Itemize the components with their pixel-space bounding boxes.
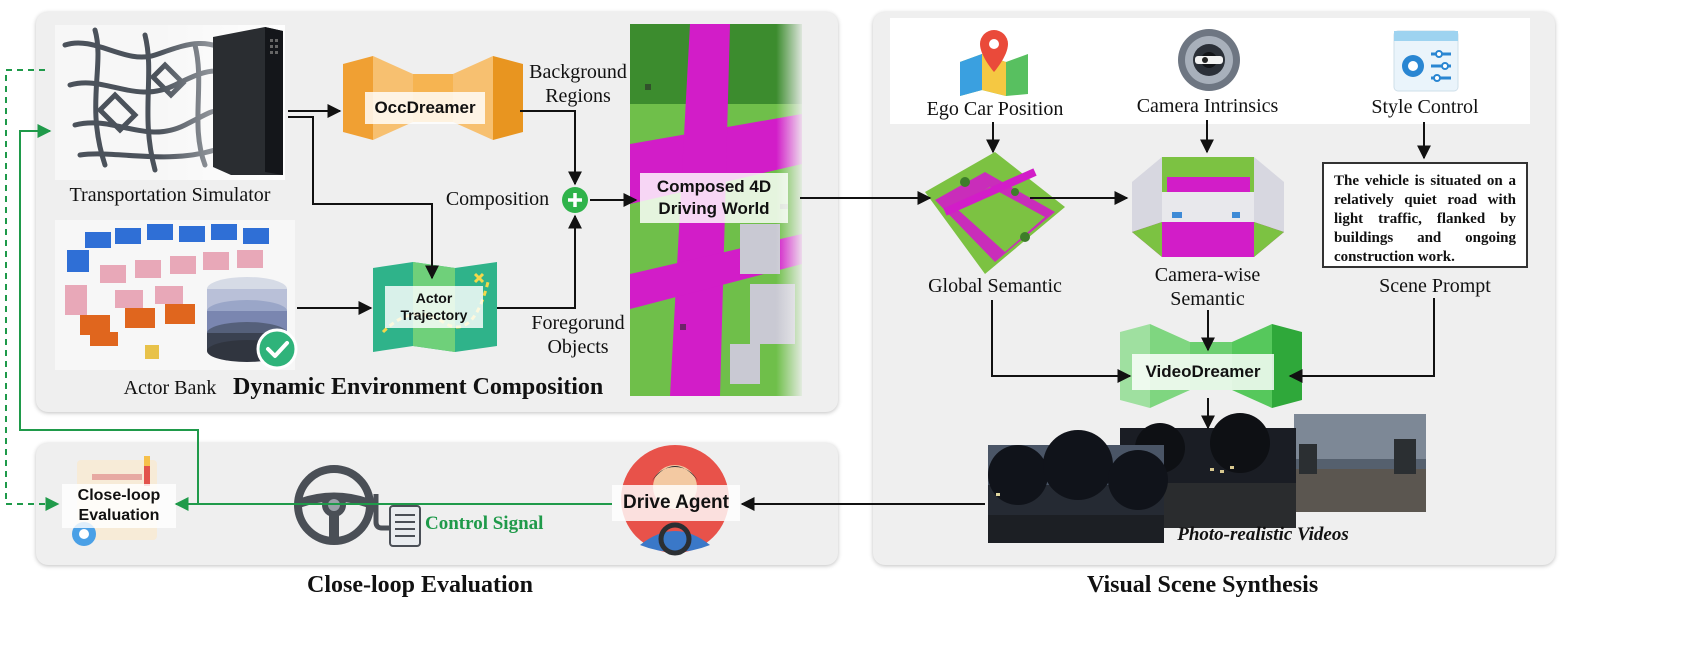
composed-world-line1: Composed 4D xyxy=(656,177,772,196)
video-frame-3 xyxy=(1294,414,1426,512)
global-semantic-label: Global Semantic xyxy=(928,275,1062,297)
camera-semantic-label: Camera-wise Semantic xyxy=(1130,263,1285,311)
scene-prompt-label: Scene Prompt xyxy=(1379,275,1491,297)
actor-bank-label: Actor Bank xyxy=(123,377,217,399)
camera-intrinsics-label: Camera Intrinsics xyxy=(1136,95,1279,117)
close-loop-eval-line2: Evaluation xyxy=(78,507,160,524)
settings-sliders-icon xyxy=(1393,30,1459,92)
composed-world-line2: Driving World xyxy=(658,199,770,218)
transportation-simulator-label: Transportation Simulator xyxy=(69,184,271,206)
foreground-objects-label: Foregorund Objects xyxy=(523,311,633,359)
background-regions-label: Background Regions xyxy=(523,60,633,108)
camera-semantic-line1: Camera-wise xyxy=(1154,264,1261,286)
occdreamer-label: OccDreamer xyxy=(365,92,485,124)
ego-position-label: Ego Car Position xyxy=(926,98,1064,120)
composed-world-label: Composed 4D Driving World xyxy=(640,173,788,223)
server-tower-icon xyxy=(213,27,283,175)
style-control-label: Style Control xyxy=(1371,96,1479,118)
foreground-objects-line2: Objects xyxy=(547,336,609,358)
steering-wheel-icon xyxy=(294,465,374,545)
actor-trajectory-line1: Actor xyxy=(415,290,453,306)
plus-icon xyxy=(562,187,588,213)
camera-semantic-image xyxy=(1132,157,1284,257)
videodreamer-label: VideoDreamer xyxy=(1132,354,1274,390)
close-loop-eval-line1: Close-loop xyxy=(77,487,161,504)
camera-semantic-line2: Semantic xyxy=(1170,288,1245,310)
actor-trajectory-line2: Trajectory xyxy=(400,307,468,323)
background-regions-line2: Regions xyxy=(545,85,611,107)
database-check-icon xyxy=(207,277,298,370)
camera-lens-icon xyxy=(1178,29,1240,91)
foreground-objects-line1: Foregorund xyxy=(531,312,625,334)
dynamic-environment-title: Dynamic Environment Composition xyxy=(233,374,604,400)
background-regions-line1: Background xyxy=(529,61,627,83)
drive-agent-label: Drive Agent xyxy=(612,485,740,521)
composition-label: Composition xyxy=(445,188,550,210)
control-signal-label: Control Signal xyxy=(425,513,544,534)
visual-synthesis-title: Visual Scene Synthesis xyxy=(1087,572,1319,598)
video-frame-1 xyxy=(988,430,1168,543)
actor-trajectory-label: Actor Trajectory xyxy=(385,286,483,328)
map-pin-icon xyxy=(960,30,1028,96)
close-loop-title: Close-loop Evaluation xyxy=(307,572,534,598)
global-semantic-image xyxy=(925,152,1065,274)
signal-document-icon xyxy=(373,494,421,547)
scene-prompt-box: The vehicle is situated on a relatively … xyxy=(1322,162,1528,268)
photo-videos-label: Photo-realistic Videos xyxy=(1177,524,1349,545)
close-loop-eval-label: Close-loop Evaluation xyxy=(62,484,176,528)
